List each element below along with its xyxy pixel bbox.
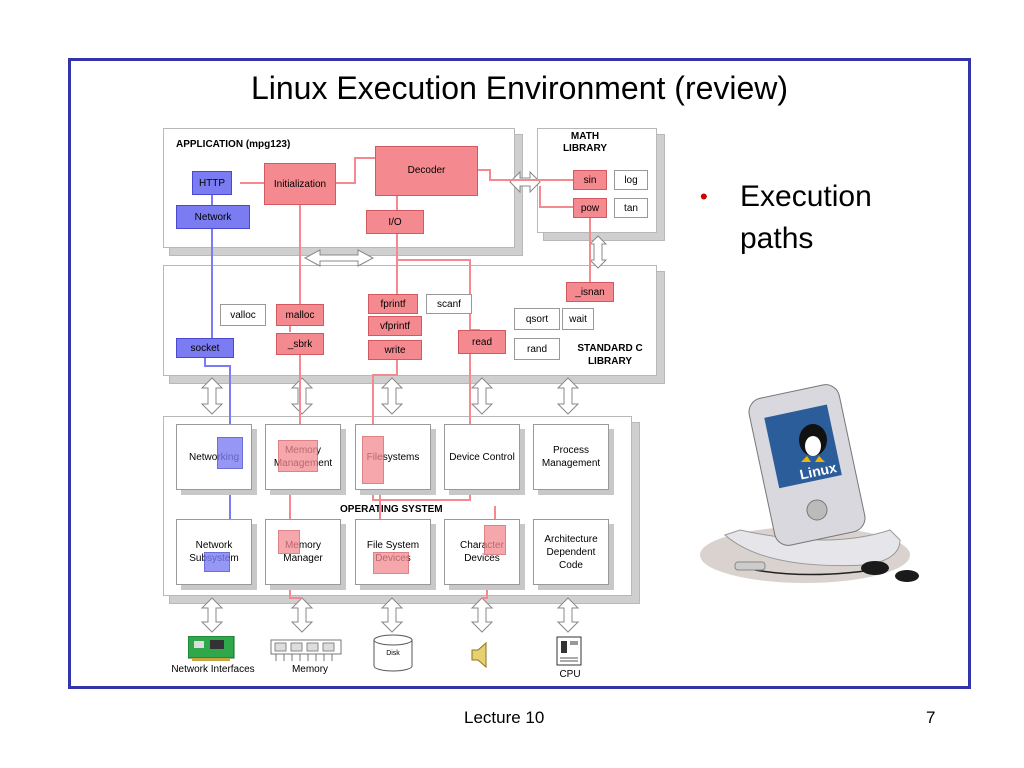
os-hw-arrow-icon	[556, 597, 580, 633]
arch-code-box[interactable]: Architecture Dependent Code	[533, 519, 609, 585]
os-label: OPERATING SYSTEM	[340, 504, 443, 515]
math-to-libc-arrow-icon	[588, 235, 608, 269]
libc-os-arrow-icon	[290, 377, 314, 415]
slide-title: Linux Execution Environment (review)	[250, 70, 789, 106]
bullet-text: Execution paths	[740, 180, 872, 255]
app-to-libc-arrow-icon	[303, 249, 375, 267]
sin-box[interactable]: sin	[573, 170, 607, 190]
device-control-box[interactable]: Device Control	[444, 424, 520, 490]
speaker-icon	[471, 642, 487, 668]
slide-frame	[68, 58, 971, 689]
socket-box[interactable]: socket	[176, 338, 234, 358]
application-label: APPLICATION (mpg123)	[176, 139, 291, 150]
fprintf-box[interactable]: fprintf	[368, 294, 418, 314]
os-hw-arrow-icon	[470, 597, 494, 633]
libc-os-arrow-icon	[556, 377, 580, 415]
cpu-icon	[556, 636, 582, 666]
decoder-box[interactable]: Decoder	[375, 146, 478, 196]
scanf-box[interactable]: scanf	[426, 294, 472, 314]
network-card-icon	[188, 636, 235, 661]
networking-path-marker	[217, 437, 243, 469]
http-box[interactable]: HTTP	[192, 171, 232, 195]
memory-management-path-marker	[278, 440, 318, 472]
memory-manager-path-marker	[278, 530, 300, 554]
double-arrows	[200, 170, 608, 633]
disk-icon	[373, 634, 413, 672]
libc-os-arrow-icon	[200, 377, 224, 415]
os-hw-arrow-icon	[290, 597, 314, 633]
pda-brand-text: Linux	[798, 459, 838, 482]
memory-label: Memory	[291, 664, 329, 675]
bullet-dot-icon: •	[700, 184, 708, 209]
stdc-library-label: STANDARD C LIBRARY	[577, 343, 643, 367]
memory-chip-icon	[270, 639, 342, 661]
network-subsystem-path-marker	[204, 552, 230, 572]
math-library-label: MATH LIBRARY	[562, 131, 608, 154]
tan-box[interactable]: tan	[614, 198, 648, 218]
disk-label: Disk	[386, 650, 400, 657]
footer-lecture: Lecture 10	[464, 708, 545, 727]
filesystems-path-marker	[362, 436, 384, 484]
read-box[interactable]: read	[458, 330, 506, 354]
process-management-box[interactable]: Process Management	[533, 424, 609, 490]
log-box[interactable]: log	[614, 170, 648, 190]
os-hw-arrow-icon	[200, 597, 224, 633]
char-devices-box[interactable]: Character Devices	[444, 519, 520, 585]
isnan-box[interactable]: _isnan	[566, 282, 614, 302]
network-interfaces-label: Network Interfaces	[171, 664, 255, 675]
fs-devices-path-marker	[373, 552, 409, 574]
os-hw-arrow-icon	[380, 597, 404, 633]
cpu-label: CPU	[559, 669, 581, 680]
wait-box[interactable]: wait	[562, 308, 594, 330]
slide-number: 7	[926, 708, 936, 727]
app-to-math-arrow-icon	[509, 170, 541, 194]
valloc-box[interactable]: valloc	[220, 304, 266, 326]
write-box[interactable]: write	[368, 340, 422, 360]
libc-os-arrow-icon	[470, 377, 494, 415]
pow-box[interactable]: pow	[573, 198, 607, 218]
qsort-box[interactable]: qsort	[514, 308, 560, 330]
vfprintf-box[interactable]: vfprintf	[368, 316, 422, 336]
blue-execution-path	[204, 195, 231, 555]
rand-box[interactable]: rand	[514, 338, 560, 360]
libc-os-arrow-icon	[380, 377, 404, 415]
initialization-box[interactable]: Initialization	[264, 163, 336, 205]
network-box[interactable]: Network	[176, 205, 250, 229]
memory-manager-box[interactable]: Memory Manager	[265, 519, 341, 585]
linux-pda-image: Linux	[700, 384, 919, 583]
char-devices-path-marker	[484, 525, 506, 555]
malloc-box[interactable]: malloc	[276, 304, 324, 326]
sbrk-box[interactable]: _sbrk	[276, 333, 324, 355]
io-box[interactable]: I/O	[366, 210, 424, 234]
